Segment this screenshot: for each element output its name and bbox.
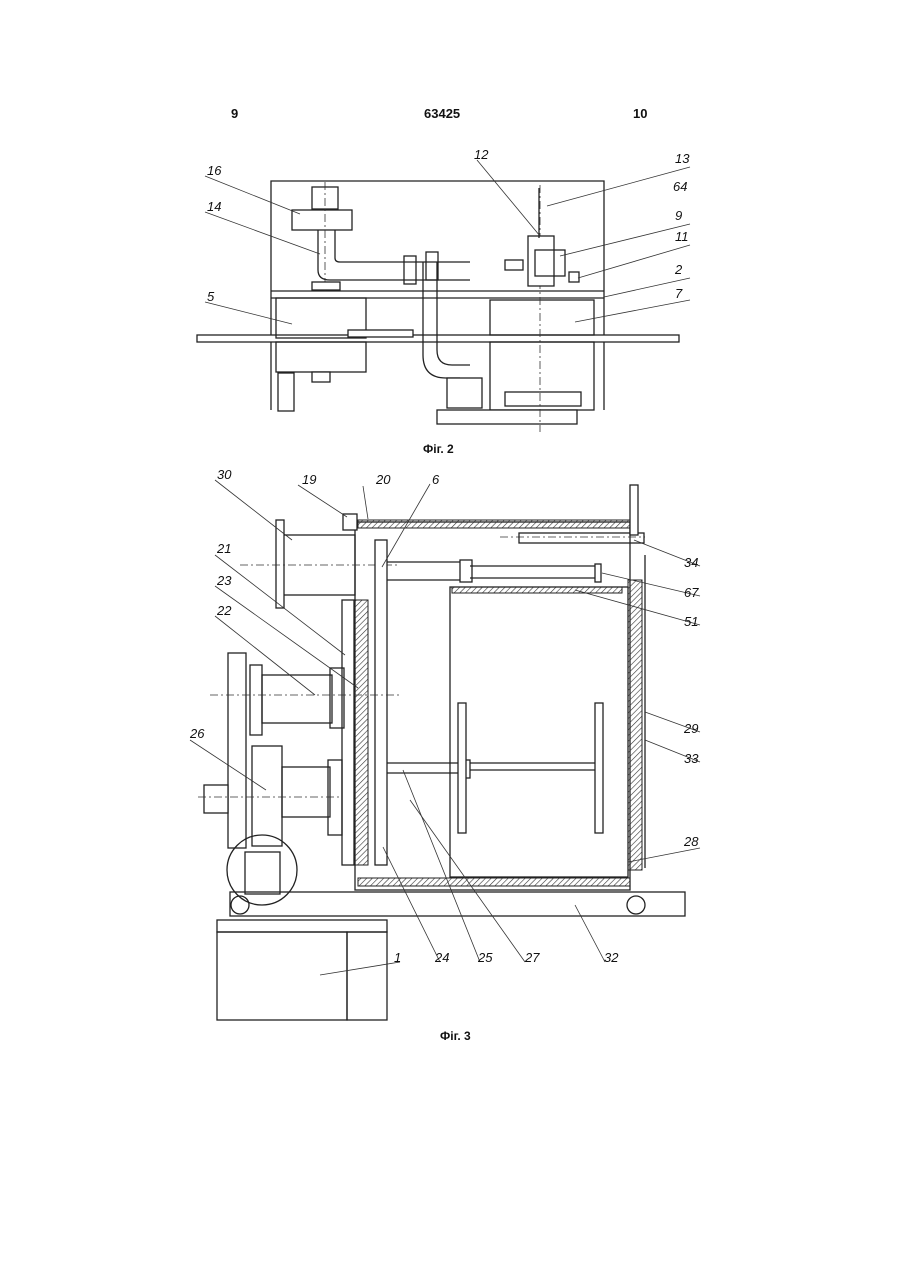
fig3-label-19: 19 [302,472,316,487]
fig3-label-67: 67 [684,585,699,600]
figure-3-caption: Фіг. 3 [440,1029,471,1043]
fig2-label-12: 12 [474,147,489,162]
fig3-label-28: 28 [683,834,699,849]
fig3-label-32: 32 [604,950,619,965]
fig3-label-23: 23 [216,573,232,588]
fig2-label-13: 13 [675,151,690,166]
fig2-label-9: 9 [675,208,682,223]
figure-2-leader-lines [205,160,690,324]
fig3-label-33: 33 [684,751,699,766]
fig3-label-1: 1 [394,950,401,965]
figure-3-drawing [198,485,685,1020]
fig2-label-16: 16 [207,163,222,178]
fig3-label-26: 26 [189,726,205,741]
fig3-label-34: 34 [684,555,698,570]
fig2-label-14: 14 [207,199,221,214]
fig3-label-25: 25 [477,950,493,965]
fig3-label-22: 22 [216,603,232,618]
fig2-label-64: 64 [673,179,687,194]
fig3-label-27: 27 [524,950,540,965]
fig3-label-30: 30 [217,467,232,482]
fig3-label-51: 51 [684,614,698,629]
fig2-label-11: 11 [675,229,689,244]
figure-3-leader-lines [190,480,700,975]
figure-2-drawing [197,181,679,432]
fig2-label-2: 2 [674,262,683,277]
figure-2-caption: Фіг. 2 [423,442,454,456]
fig2-label-5: 5 [207,289,215,304]
fig3-label-20: 20 [375,472,391,487]
fig3-label-6: 6 [432,472,440,487]
fig3-label-29: 29 [683,721,698,736]
fig3-label-24: 24 [434,950,449,965]
fig2-label-7: 7 [675,286,683,301]
fig3-label-21: 21 [216,541,231,556]
